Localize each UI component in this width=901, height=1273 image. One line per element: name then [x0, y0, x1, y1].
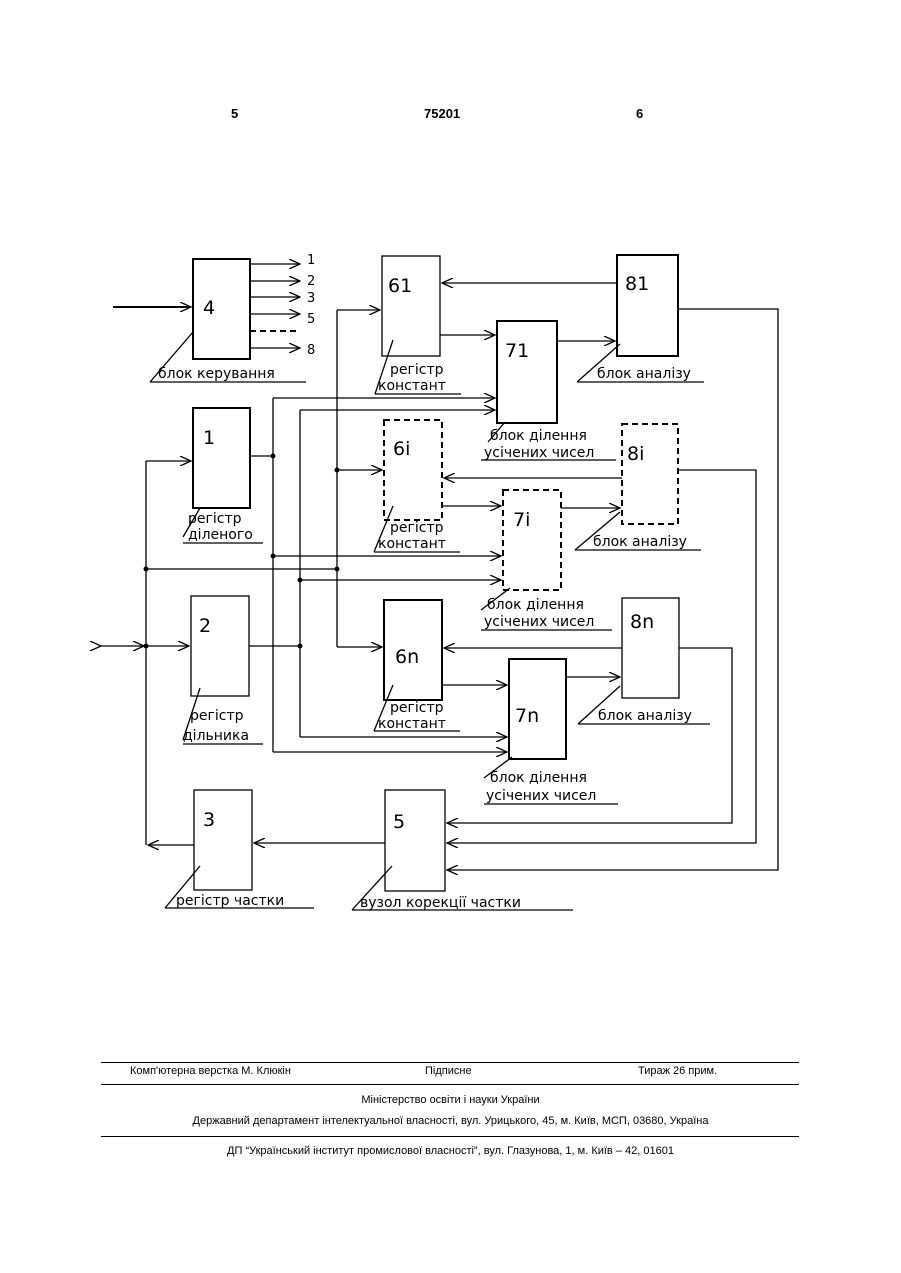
block-7-n-label-line2: усічених чисел — [486, 788, 596, 804]
block-7-n-label-line1: блок ділення — [490, 770, 587, 786]
block-7-i-number: 7i — [513, 509, 530, 531]
block-7-1 — [497, 321, 557, 423]
block-6-i-label-line2: констант — [378, 536, 446, 552]
block-6-i-number: 6i — [393, 438, 410, 460]
block-7-1-label-line2: усічених чисел — [484, 445, 594, 461]
block-7-i-label-line2: усічених чисел — [484, 614, 594, 630]
block-6-i-label-line1: регістр — [390, 520, 444, 536]
block-5-label: вузол корекції частки — [360, 895, 521, 911]
block-6-i — [384, 420, 442, 520]
footer-signed: Підписне — [425, 1065, 472, 1077]
block-6-n-label-line2: констант — [378, 716, 446, 732]
footer-circulation: Тираж 26 прим. — [638, 1065, 717, 1077]
block-2-number: 2 — [199, 615, 211, 637]
output-2-label: 2 — [307, 274, 315, 289]
block-1-label-line1: регістр — [188, 511, 242, 527]
footer-department: Державний департамент інтелектуальної вл… — [0, 1115, 901, 1127]
block-7-i-label-line1: блок ділення — [487, 597, 584, 613]
block-7-1-number: 71 — [505, 340, 529, 362]
block-6-1-label-line1: регістр — [390, 362, 444, 378]
block-6-n-number: 6n — [395, 646, 419, 668]
block-8-i — [622, 424, 678, 524]
block-2-label-line2: дільника — [183, 728, 249, 744]
output-1-label: 1 — [307, 253, 315, 268]
block-8-1-label: блок аналізу — [597, 366, 691, 382]
output-3-label: 3 — [307, 291, 315, 306]
block-2-label-line1: регістр — [190, 708, 244, 724]
block-1-number: 1 — [203, 427, 215, 449]
block-4-label: блок керування — [158, 366, 275, 382]
footer-rule-bottom — [101, 1136, 799, 1137]
block-6-1-label-line2: констант — [378, 378, 446, 394]
footer-ministry: Міністерство освіти і науки України — [0, 1094, 901, 1106]
block-8-n-number: 8n — [630, 611, 654, 633]
block-2 — [191, 596, 249, 696]
block-4-number: 4 — [203, 297, 215, 319]
output-8-label: 8 — [307, 343, 315, 358]
block-6-1-number: 61 — [388, 275, 412, 297]
block-7-1-label-line1: блок ділення — [490, 428, 587, 444]
block-7-i — [503, 490, 561, 590]
footer-typesetter: Комп'ютерна верстка М. Клюкін — [130, 1065, 291, 1077]
block-3 — [194, 790, 252, 890]
footer-institute: ДП “Український інститут промислової вла… — [0, 1145, 901, 1157]
block-6-1 — [382, 256, 440, 356]
block-5 — [385, 790, 445, 891]
footer-rule-top — [101, 1062, 799, 1063]
block-8-1-number: 81 — [625, 273, 649, 295]
block-8-1 — [617, 255, 678, 356]
block-8-n-label: блок аналізу — [598, 708, 692, 724]
block-6-n-label-line1: регістр — [390, 700, 444, 716]
block-8-i-number: 8i — [627, 443, 644, 465]
block-3-number: 3 — [203, 809, 215, 831]
block-8-i-label: блок аналізу — [593, 534, 687, 550]
footer-rule-middle — [101, 1084, 799, 1085]
output-5-label: 5 — [307, 312, 315, 327]
block-4 — [193, 259, 250, 359]
block-7-n-number: 7n — [515, 705, 539, 727]
block-3-label: регістр частки — [176, 893, 284, 909]
block-1 — [193, 408, 250, 508]
block-5-number: 5 — [393, 811, 405, 833]
block-1-label-line2: діленого — [188, 527, 253, 543]
